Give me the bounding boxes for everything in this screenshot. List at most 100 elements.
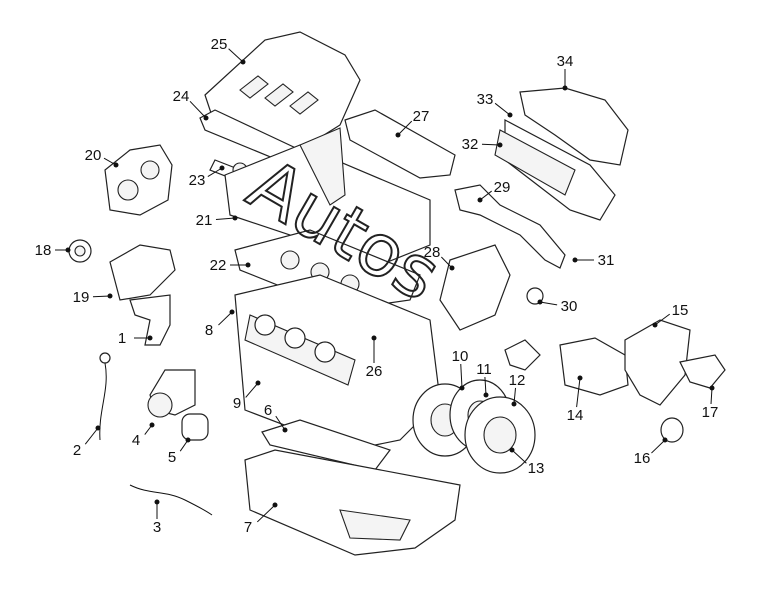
- leader-line: [511, 449, 527, 464]
- leader-dot: [65, 247, 71, 253]
- leader-line: [92, 295, 111, 298]
- timing-cover: [104, 144, 173, 216]
- callout-10: 10: [452, 348, 469, 391]
- callout-number: 29: [494, 179, 511, 196]
- egr-pipe: [454, 184, 566, 269]
- mount-arm: [679, 354, 726, 389]
- callout-4: 4: [132, 422, 155, 449]
- leader-dot: [483, 392, 489, 398]
- callout-number: 5: [168, 449, 176, 466]
- leader-dot: [371, 335, 377, 341]
- callout-21: 21: [196, 212, 238, 229]
- callout-16: 16: [634, 437, 668, 467]
- leader-line: [484, 376, 487, 396]
- callout-number: 23: [189, 172, 206, 189]
- callout-8: 8: [205, 309, 235, 339]
- callout-number: 19: [73, 289, 90, 306]
- callout-number: 7: [244, 519, 252, 536]
- leader-dot: [662, 437, 668, 443]
- leader-dot: [255, 380, 261, 386]
- callout-22: 22: [210, 257, 251, 274]
- engine-mount-bracket: [624, 319, 691, 406]
- callout-number: 17: [702, 404, 719, 421]
- callout-3: 3: [153, 499, 161, 536]
- leader-dot: [577, 375, 583, 381]
- leader-dot: [107, 293, 113, 299]
- callout-number: 1: [118, 330, 126, 347]
- pressure-plate: [464, 396, 536, 474]
- callout-number: 21: [196, 212, 213, 229]
- leader-dot: [511, 401, 517, 407]
- leader-line: [218, 311, 233, 326]
- exhaust-heat-shield: [519, 87, 629, 166]
- crankshaft: [244, 314, 356, 386]
- leader-dot: [572, 257, 578, 263]
- leader-dot: [272, 502, 278, 508]
- callout-number: 25: [211, 36, 228, 53]
- callout-number: 34: [557, 53, 574, 70]
- leader-dot: [537, 299, 543, 305]
- oil-pan: [244, 449, 461, 556]
- callout-number: 28: [424, 244, 441, 261]
- leader-dot: [507, 112, 513, 118]
- callout-number: 3: [153, 519, 161, 536]
- callout-15: 15: [652, 302, 689, 328]
- leader-dot: [395, 132, 401, 138]
- callout-number: 20: [85, 147, 102, 164]
- callout-11: 11: [476, 361, 492, 398]
- leader-line: [460, 363, 463, 389]
- callout-6: 6: [264, 402, 288, 433]
- leader-line: [245, 382, 259, 398]
- leader-line: [84, 427, 99, 445]
- oil-pickup: [129, 294, 171, 346]
- pulley: [68, 239, 92, 263]
- callout-29: 29: [477, 179, 511, 203]
- callout-number: 13: [528, 460, 545, 477]
- leader-dot: [113, 162, 119, 168]
- leader-line: [256, 504, 276, 523]
- callout-27: 27: [395, 108, 429, 138]
- callout-14: 14: [567, 375, 583, 424]
- leader-line: [397, 120, 413, 136]
- leader-dot: [240, 59, 246, 65]
- leader-line: [441, 256, 453, 269]
- leader-line: [654, 313, 671, 326]
- leader-line: [207, 167, 223, 177]
- callout-number: 31: [598, 252, 615, 269]
- callout-17: 17: [702, 385, 719, 421]
- callout-number: 12: [509, 372, 526, 389]
- leader-line: [651, 439, 666, 454]
- leader-dot: [459, 385, 465, 391]
- leader-dot: [232, 215, 238, 221]
- callout-number: 16: [634, 450, 651, 467]
- callout-13: 13: [509, 447, 545, 477]
- callout-layer: 1234567891011121314151617181920212223242…: [35, 36, 719, 536]
- bearing-caps: [261, 419, 391, 471]
- leader-dot: [219, 165, 225, 171]
- leader-line: [275, 415, 286, 431]
- intake-rail: [344, 109, 456, 179]
- callout-2: 2: [73, 425, 101, 459]
- callout-number: 22: [210, 257, 227, 274]
- callout-31: 31: [572, 252, 615, 269]
- leader-dot: [149, 422, 155, 428]
- callout-number: 2: [73, 442, 81, 459]
- callout-25: 25: [211, 36, 246, 65]
- leader-line: [228, 48, 244, 63]
- leader-dot: [477, 197, 483, 203]
- leader-dot: [147, 335, 153, 341]
- callout-number: 15: [672, 302, 689, 319]
- callout-number: 11: [476, 361, 492, 378]
- callout-number: 10: [452, 348, 469, 365]
- callout-number: 4: [132, 432, 140, 449]
- oil-filter: [181, 413, 209, 441]
- leader-line: [481, 143, 501, 146]
- callout-5: 5: [168, 437, 191, 466]
- callout-34: 34: [557, 53, 574, 91]
- callout-18: 18: [35, 242, 71, 259]
- leader-dot: [203, 115, 209, 121]
- leader-line: [513, 387, 517, 405]
- callout-28: 28: [424, 244, 455, 271]
